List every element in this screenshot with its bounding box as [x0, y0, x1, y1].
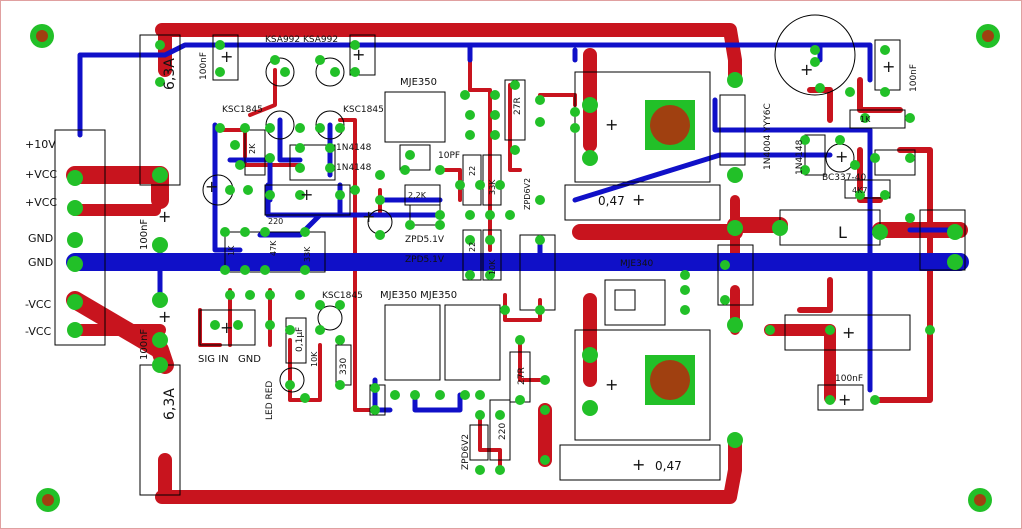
label-res-047-bottom: 0,47: [655, 459, 682, 473]
label-bc337: BC337-40: [822, 173, 866, 183]
speaker-connector: [919, 209, 966, 271]
heatsink-bottom-outline: [574, 329, 711, 441]
label-res-330: 330: [339, 358, 349, 375]
label-res-22: 22: [468, 166, 477, 176]
svg-text:+: +: [838, 390, 851, 409]
electrolytic-cap-outline: [774, 14, 856, 96]
label-cap-top: 100nF: [199, 52, 209, 80]
label-res-33: 33K: [488, 179, 497, 195]
label-res-4k7: 4K7: [852, 186, 867, 195]
mje350-top-outline: [384, 91, 446, 143]
svg-text:+: +: [605, 375, 618, 394]
label-vcc-neg-2: -VCC: [25, 325, 52, 338]
label-ksa992: KSA992 KSA992: [265, 35, 338, 45]
label-res-1k: 1K: [227, 245, 236, 256]
label-1n4148-right: 1N4148: [795, 139, 805, 175]
label-res-22-b: 22: [468, 242, 477, 252]
res-047-top-outline: [564, 184, 721, 221]
mje340-outline: [604, 279, 666, 326]
label-ksc1845-bottom: KSC1845: [322, 291, 363, 301]
label-res-47k: 47K: [269, 240, 278, 256]
label-vcc-pos-2: +VCC: [25, 196, 57, 209]
label-mje340: MJE340: [620, 259, 654, 269]
heatsink-pads: [645, 100, 695, 405]
svg-text:+: +: [205, 177, 218, 196]
label-gnd-1: GND: [28, 232, 53, 245]
label-sig-in: SIG IN: [198, 354, 229, 365]
svg-text:L: L: [838, 223, 847, 242]
label-res-220-b: 220: [268, 217, 283, 226]
power-connector: [54, 129, 106, 346]
label-zpd-top: ZPD5.1V: [405, 235, 445, 245]
svg-text:+: +: [842, 323, 855, 342]
component-outlines: [54, 14, 966, 496]
label-1n4148-b: 1N4148: [336, 163, 372, 173]
label-res-33k: 33K: [303, 246, 312, 262]
mje350-bottom-a-outline: [384, 304, 441, 381]
svg-text:+: +: [158, 307, 171, 326]
svg-text:+: +: [835, 147, 848, 166]
label-vcc-neg-1: -VCC: [25, 298, 52, 311]
svg-text:+: +: [605, 115, 618, 134]
pads: [67, 40, 963, 475]
label-zpd-right-v: ZPD6V2: [523, 178, 532, 210]
label-zpd-mid: ZPD5.1V: [405, 255, 445, 265]
label-mje350-bottom: MJE350 MJE350: [380, 290, 457, 301]
fuse-top-outline: [139, 34, 181, 186]
label-res-10k: 10K: [310, 351, 319, 367]
svg-text:+: +: [352, 45, 365, 64]
silkscreen-labels: +10V +VCC +VCC GND GND -VCC -VCC SIG IN …: [25, 35, 919, 473]
label-ksc1845-right: KSC1845: [343, 105, 384, 115]
label-zpd-bottom: ZPD6V2: [461, 434, 471, 470]
label-cap-right-bottom: 100nF: [835, 374, 863, 384]
svg-text:+: +: [158, 207, 171, 226]
svg-text:+: +: [362, 207, 375, 226]
label-27r-top: 27R: [513, 97, 523, 115]
label-mje350-top: MJE350: [400, 77, 437, 88]
label-res-1k-right: 1K: [860, 115, 871, 124]
label-cap-right-top: 100nF: [909, 64, 919, 92]
sig-in-connector: [199, 309, 256, 346]
mounting-holes: [30, 24, 1000, 512]
label-cap-left-bottom: 100nF: [139, 329, 150, 360]
label-led-red: LED RED: [265, 381, 275, 420]
res-047-bottom-outline: [559, 444, 721, 481]
label-cap-10pf: 10PF: [438, 151, 460, 161]
mje350-bottom-b-outline: [444, 304, 501, 381]
polarity-markers: + + + + + + + + + + + + L + + + + +: [158, 45, 895, 474]
label-27r-bottom: 27R: [517, 367, 527, 385]
label-1n4148-a: 1N4148: [336, 143, 372, 153]
label-plus10v: +10V: [25, 138, 56, 151]
label-gnd-2: GND: [28, 256, 53, 269]
label-res-10k-b: 10K: [488, 259, 497, 275]
svg-text:+: +: [632, 455, 645, 474]
label-res-2k2: 2,2K: [408, 191, 427, 200]
svg-text:+: +: [220, 47, 233, 66]
label-ksc1845-left: KSC1845: [222, 105, 263, 115]
label-res-220: 220: [498, 423, 508, 440]
label-vcc-pos-1: +VCC: [25, 168, 57, 181]
svg-text:+: +: [300, 185, 313, 204]
svg-text:+: +: [632, 190, 645, 209]
svg-text:+: +: [800, 60, 813, 79]
label-cap-left-top: 100nF: [139, 219, 150, 250]
label-fuse-top: 6,3A: [162, 58, 178, 90]
label-cap-01uf: 0,1µF: [295, 327, 305, 352]
label-1n4004: 1N4004 YYY6C: [763, 103, 773, 170]
svg-text:+: +: [220, 318, 233, 337]
label-sig-gnd: GND: [238, 354, 261, 365]
label-fuse-bottom: 6,3A: [162, 388, 178, 420]
svg-text:+: +: [882, 57, 895, 76]
label-res-047-top: 0,47: [598, 194, 625, 208]
label-res-2k: 2K: [248, 143, 257, 154]
